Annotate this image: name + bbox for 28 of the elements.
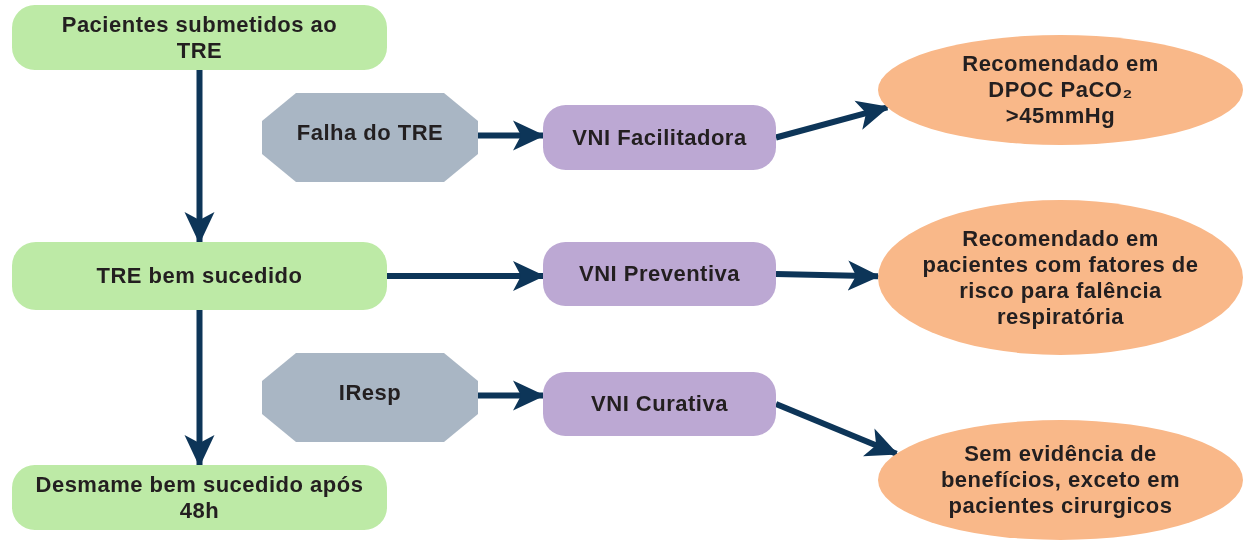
- node-label: Recomendado em DPOC PaCO₂ >45mmHg: [961, 51, 1160, 129]
- node-label: VNI Preventiva: [578, 261, 741, 287]
- outcome-ellipse: [878, 420, 1243, 540]
- outcome-ellipse: [878, 200, 1243, 355]
- process-box: [543, 372, 776, 436]
- arrow: [775, 100, 890, 141]
- condition-octagon: [262, 93, 478, 182]
- outcome-ellipse: [878, 35, 1243, 145]
- arrow: [478, 120, 545, 151]
- node-label: VNI Facilitadora: [572, 124, 747, 151]
- arrow: [478, 380, 545, 411]
- node-label: Pacientes submetidos ao TRE: [60, 11, 339, 64]
- arrow: [184, 70, 215, 244]
- node-label: Falha do TRE: [296, 119, 444, 146]
- node-label: Sem evidência de benefícios, exceto em pacientes cirurgicos: [939, 441, 1182, 519]
- node-label: Recomendado em pacientes com fatores de risco para falência respiratória: [921, 225, 1200, 330]
- process-box: [12, 5, 387, 70]
- node-label: Desmame bem sucedido após 48h: [34, 471, 365, 524]
- process-box: [12, 242, 387, 310]
- node-label: TRE bem sucedido: [96, 263, 303, 289]
- node-label: VNI Curativa: [591, 391, 728, 417]
- process-box: [12, 465, 387, 530]
- node-label: IResp: [338, 379, 402, 406]
- arrow: [184, 310, 215, 467]
- process-box: [543, 242, 776, 306]
- condition-octagon: [262, 353, 478, 442]
- process-box: [543, 105, 776, 170]
- arrow: [387, 261, 545, 291]
